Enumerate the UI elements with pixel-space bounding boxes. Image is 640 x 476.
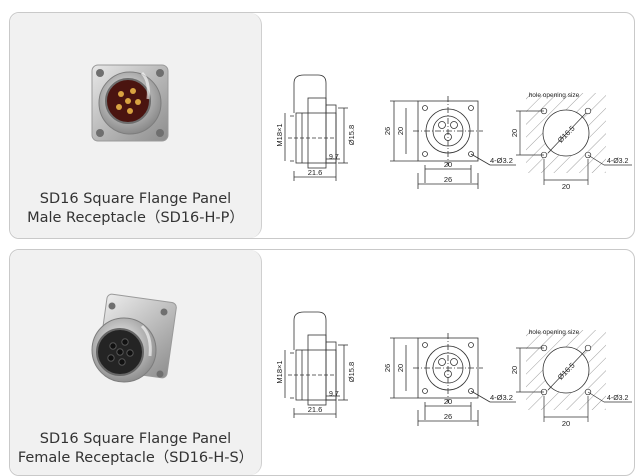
front-inner-label: 20 <box>444 397 452 406</box>
front-holes-label: 4-Ø3.2 <box>490 393 513 402</box>
hole-vert-label: 20 <box>510 129 519 137</box>
technical-drawing: M18×1 Ø15.8 9.7 21.6 26 20 20 26 4-Ø3.2 <box>275 74 632 191</box>
length-label: 21.6 <box>308 168 323 177</box>
caption-line-2: Male Receptacle（SD16-H-P） <box>27 210 244 226</box>
hole-holes-label: 4-Ø3.2 <box>607 158 629 165</box>
product-card-female: SD16 Square Flange Panel Female Receptac… <box>9 249 635 476</box>
hole-horiz-label: 20 <box>562 419 570 428</box>
front-vert-outer-label: 26 <box>383 364 392 372</box>
front-vert-inner-label: 20 <box>396 127 405 135</box>
diameter-label: Ø15.8 <box>347 362 356 382</box>
diameter-label: Ø15.8 <box>347 125 356 145</box>
product-card-male: SD16 Square Flange Panel Male Receptacle… <box>9 12 635 239</box>
side-view <box>284 74 348 181</box>
thread-label: M18×1 <box>275 123 284 146</box>
caption-line-1: SD16 Square Flange Panel <box>39 191 232 207</box>
caption-line-2: Female Receptacle（SD16-H-S） <box>17 450 254 466</box>
hole-horiz-label: 20 <box>562 182 570 191</box>
depth-label: 9.7 <box>329 154 339 161</box>
hole-size-label: hole opening size <box>529 329 580 336</box>
product-caption: SD16 Square Flange Panel Female Receptac… <box>10 430 261 468</box>
hole-vert-label: 20 <box>510 366 519 374</box>
front-view <box>390 96 516 189</box>
hole-opening-view <box>516 330 632 422</box>
front-view <box>390 333 516 426</box>
front-outer-label: 26 <box>444 412 452 421</box>
thread-label: M18×1 <box>275 360 284 383</box>
front-vert-outer-label: 26 <box>383 127 392 135</box>
front-inner-label: 20 <box>444 160 452 169</box>
caption-line-1: SD16 Square Flange Panel <box>39 431 232 447</box>
side-view <box>284 311 348 418</box>
depth-label: 9.7 <box>329 391 339 398</box>
hole-opening-view <box>516 93 632 185</box>
product-caption: SD16 Square Flange Panel Male Receptacle… <box>10 190 261 228</box>
front-vert-inner-label: 20 <box>396 364 405 372</box>
hole-holes-label: 4-Ø3.2 <box>607 395 629 402</box>
front-holes-label: 4-Ø3.2 <box>490 156 513 165</box>
female-receptacle-photo <box>91 293 177 383</box>
male-receptacle-photo <box>91 64 169 142</box>
length-label: 21.6 <box>308 405 323 414</box>
product-photo-panel: SD16 Square Flange Panel Female Receptac… <box>10 250 262 475</box>
product-photo-panel: SD16 Square Flange Panel Male Receptacle… <box>10 13 262 238</box>
technical-drawing: M18×1 Ø15.8 9.7 21.6 26 20 20 26 4-Ø3.2 <box>275 311 632 428</box>
hole-size-label: hole opening size <box>529 92 580 99</box>
front-outer-label: 26 <box>444 175 452 184</box>
